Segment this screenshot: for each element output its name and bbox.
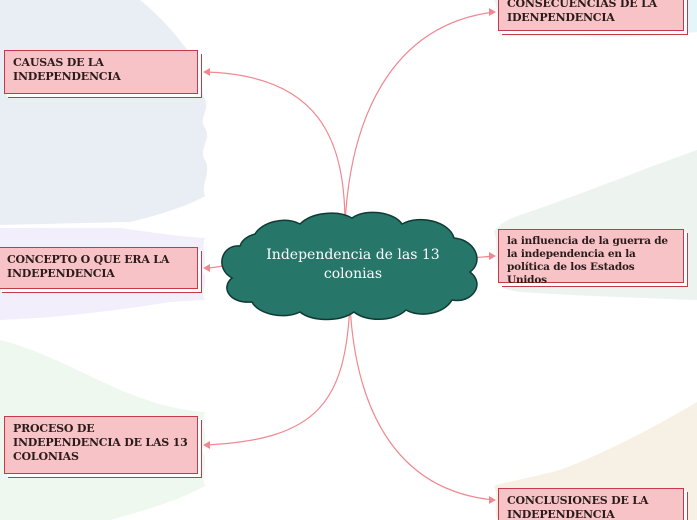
connector-conclusiones [349,304,495,501]
topic-proceso-label: PROCESO DE INDEPENDENCIA DE LAS 13 COLON… [13,422,188,463]
connector-consecuencias [344,11,495,226]
arrowhead-conclusiones [489,496,496,504]
topic-causas-label: CAUSAS DE LA INDEPENDENCIA [13,56,121,83]
topic-influencia[interactable]: la influencia de la guerra de la indepen… [498,229,684,286]
central-cloud-shape [221,211,478,321]
topic-conclusiones[interactable]: CONCLUSIONES DE LA INDEPENDENCIA [498,488,684,520]
topic-concepto-label: CONCEPTO O QUE ERA LA INDEPENDENCIA [7,253,170,280]
arrowhead-influencia [489,252,496,260]
connector-proceso [204,304,351,446]
topic-influencia-label: la influencia de la guerra de la indepen… [507,235,668,286]
topic-consecuencias[interactable]: CONSECUENCIAS DE LA IDENPENDENCIA [498,0,684,31]
topic-proceso[interactable]: PROCESO DE INDEPENDENCIA DE LAS 13 COLON… [4,416,198,474]
topic-concepto[interactable]: CONCEPTO O QUE ERA LA INDEPENDENCIA [0,247,198,289]
arrowhead-concepto [203,264,210,272]
topic-causas[interactable]: CAUSAS DE LA INDEPENDENCIA [4,50,198,94]
topic-consecuencias-label: CONSECUENCIAS DE LA IDENPENDENCIA [507,0,657,24]
arrowhead-causas [203,68,210,76]
arrowhead-proceso [203,441,210,449]
topic-conclusiones-label: CONCLUSIONES DE LA INDEPENDENCIA [507,494,649,520]
arrowhead-consecuencias [489,8,496,16]
central-topic[interactable]: Independencia de las 13 colonias [266,247,440,282]
connector-causas [204,71,346,226]
arrowheads [203,8,496,504]
bg-region-top-left [0,0,208,225]
